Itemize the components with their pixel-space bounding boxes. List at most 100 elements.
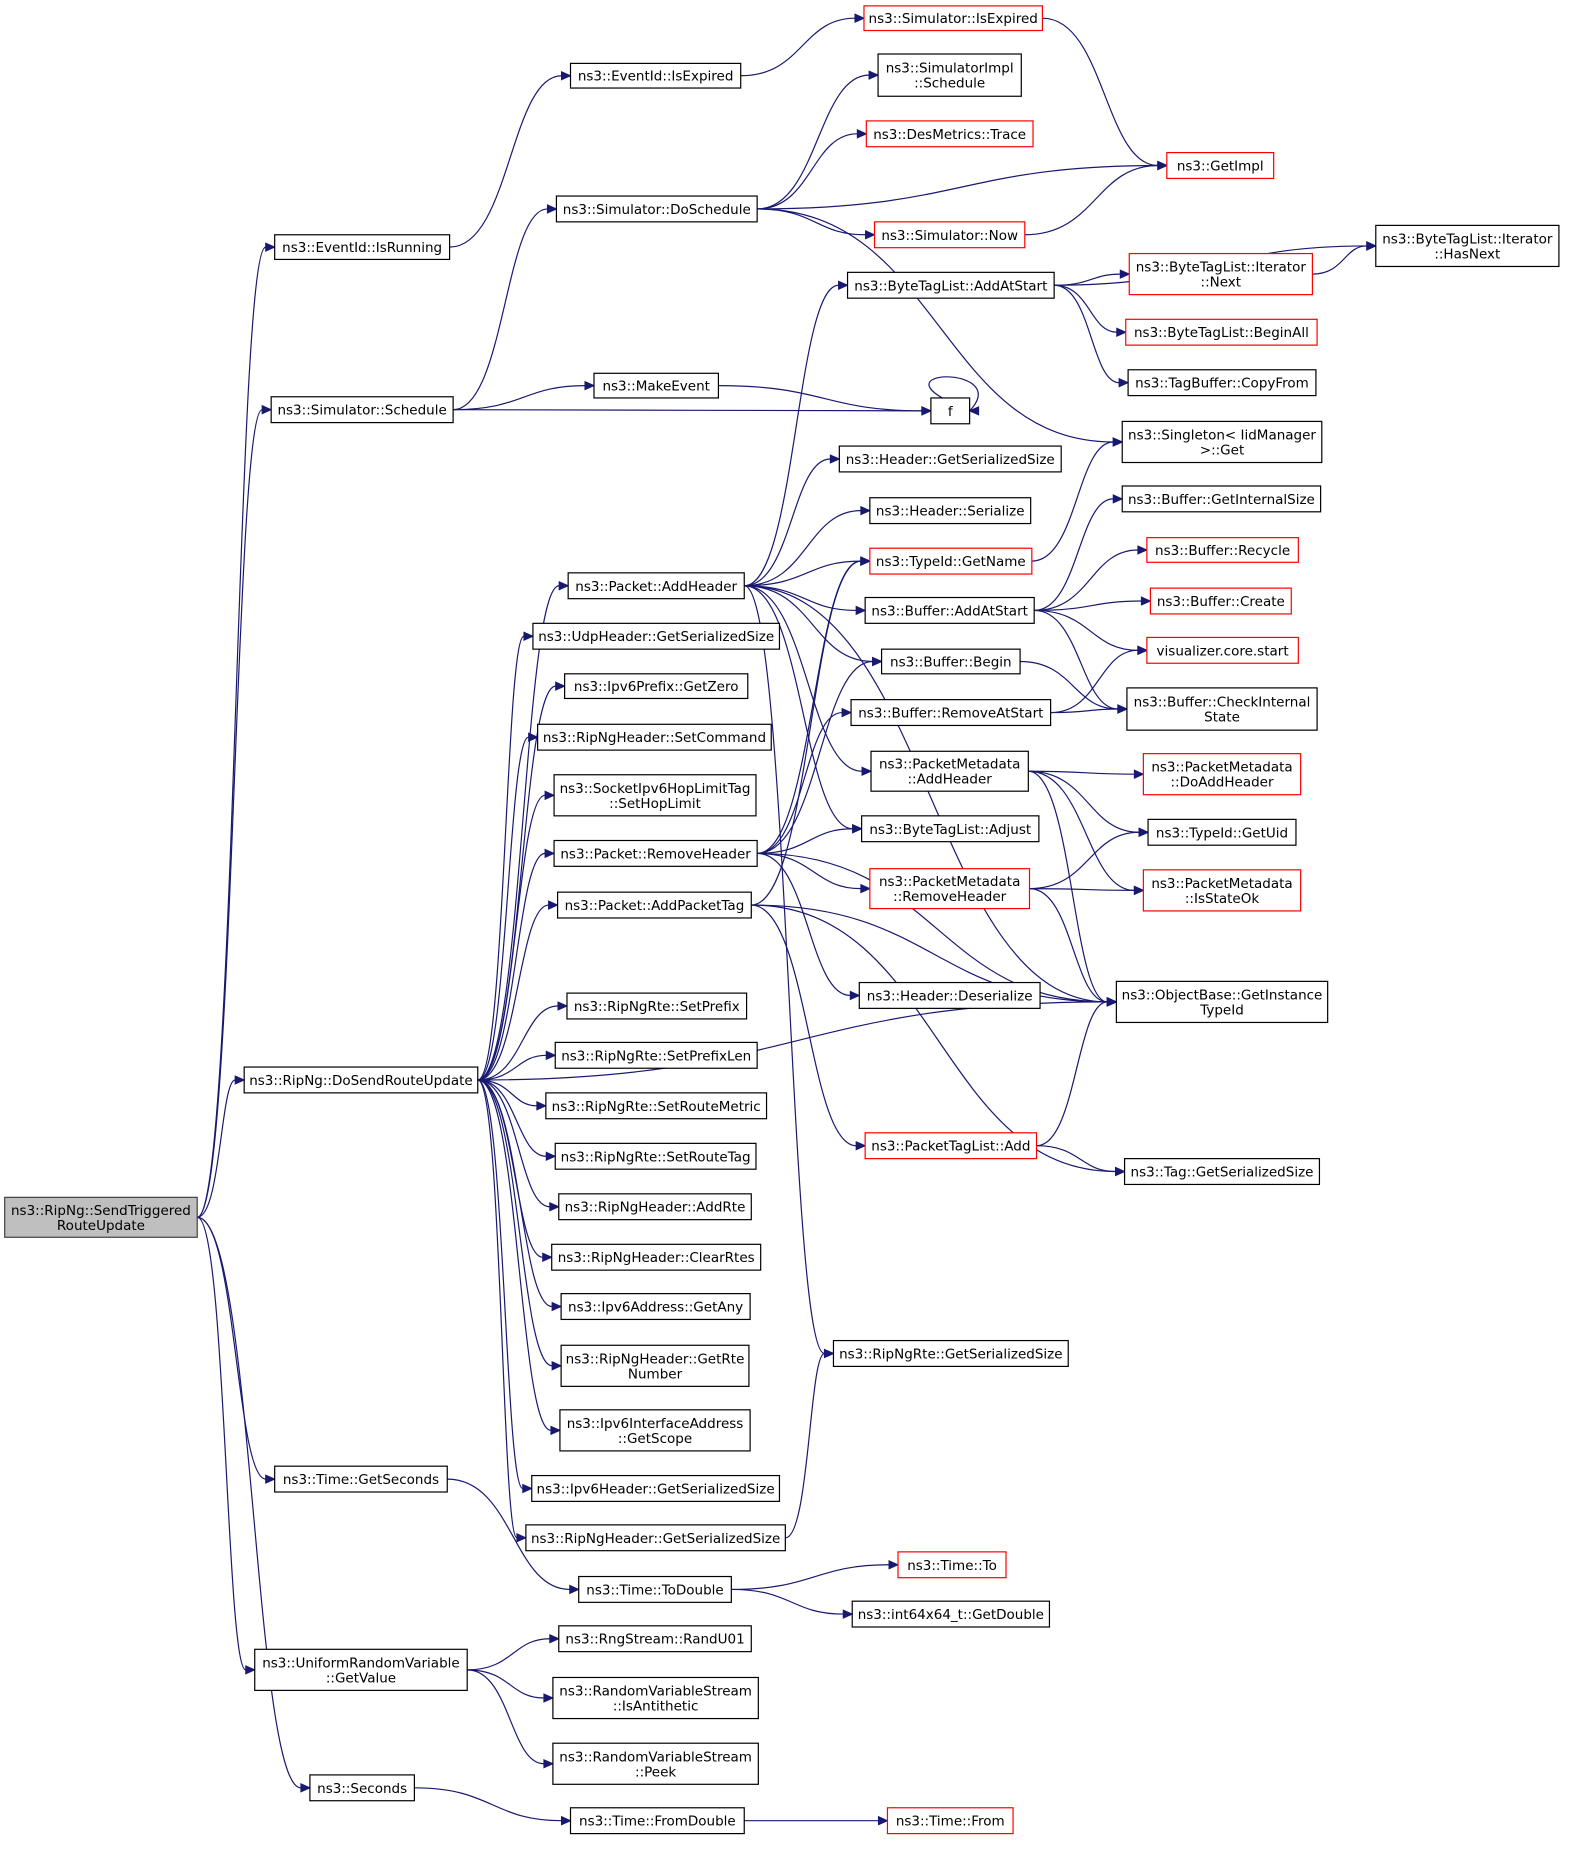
function-node-btlBeginAll[interactable]: ns3::ByteTagList::BeginAll [1125,318,1318,346]
function-node-pktAddHdr[interactable]: ns3::Packet::AddHeader [567,572,745,600]
function-node-typeGetName[interactable]: ns3::TypeId::GetName [869,547,1033,575]
call-edge [1034,596,1152,612]
function-node-hdrClearRtes[interactable]: ns3::RipNgHeader::ClearRtes [551,1243,762,1271]
edge-line [197,1216,266,1480]
function-node-seconds[interactable]: ns3::Seconds [309,1774,415,1802]
function-node-singleton[interactable]: ns3::Singleton< IidManager >::Get [1121,420,1323,464]
function-node-udpSerSize[interactable]: ns3::UdpHeader::GetSerializedSize [532,622,781,650]
function-node-desTrace[interactable]: ns3::DesMetrics::Trace [865,120,1034,148]
arrow-head [1106,997,1118,1007]
function-node-simSched[interactable]: ns3::Simulator::Schedule [270,396,454,424]
function-node-bufInternal[interactable]: ns3::Buffer::GetInternalSize [1121,485,1322,513]
function-node-hdrAddRte[interactable]: ns3::RipNgHeader::AddRte [558,1193,752,1221]
function-node-rngStreamRand[interactable]: ns3::RngStream::RandU01 [558,1625,752,1653]
function-node-hdrDeser[interactable]: ns3::Header::Deserialize [858,981,1041,1009]
function-node-rngHdrSetCmd[interactable]: ns3::RipNgHeader::SetCommand [537,723,772,751]
function-node-rvsPeek[interactable]: ns3::RandomVariableStream::Peek [552,1742,759,1785]
function-node-ipv6AddrAny[interactable]: ns3::Ipv6Address::GetAny [560,1293,751,1321]
function-node-typeGetUid[interactable]: ns3::TypeId::GetUid [1147,818,1297,846]
node-label: ns3::SimulatorImpl [886,61,1014,77]
function-node-simImpl[interactable]: ns3::SimulatorImpl::Schedule [877,53,1022,97]
function-node-rteSetTag[interactable]: ns3::RipNgRte::SetRouteTag [554,1142,757,1170]
function-node-timeGetSec[interactable]: ns3::Time::GetSeconds [274,1465,448,1493]
edge-line [744,458,831,587]
function-node-timeToDouble[interactable]: ns3::Time::ToDouble [578,1575,732,1603]
function-node-bufRemStart[interactable]: ns3::Buffer::RemoveAtStart [850,699,1052,727]
function-node-vizStart[interactable]: visualizer.core.start [1146,636,1299,664]
edge-line [751,904,1116,1173]
function-node-ipv6HdrSer[interactable]: ns3::Ipv6Header::GetSerializedSize [531,1474,781,1502]
node-box [569,62,742,89]
edge-line [196,409,263,1218]
function-node-timeFromDouble[interactable]: ns3::Time::FromDouble [569,1807,745,1835]
function-node-simNow[interactable]: ns3::Simulator::Now [873,221,1026,249]
edge-line [744,284,839,587]
function-node-int64GetDouble[interactable]: ns3::int64x64_t::GetDouble [851,1600,1051,1628]
function-node-hdrSerialize[interactable]: ns3::Header::Serialize [869,497,1032,525]
node-box [532,622,781,650]
function-node-doSend[interactable]: ns3::RipNg::DoSendRouteUpdate [243,1066,479,1094]
function-node-pktRemHdr[interactable]: ns3::Packet::RemoveHeader [553,839,758,867]
function-node-evExp[interactable]: ns3::EventId::IsExpired [569,62,742,89]
node-box [851,1600,1051,1628]
function-node-rteSerSize[interactable]: ns3::RipNgRte::GetSerializedSize [832,1339,1069,1367]
function-node-bufAddStart[interactable]: ns3::Buffer::AddAtStart [864,596,1035,624]
function-node-f[interactable]: f [930,397,971,425]
function-node-btlItHasNext[interactable]: ns3::ByteTagList::Iterator::HasNext [1375,224,1560,268]
function-node-bufCreate[interactable]: ns3::Buffer::Create [1149,587,1292,615]
function-node-pmRemHdr[interactable]: ns3::PacketMetadata::RemoveHeader [869,868,1031,910]
call-edge [744,454,841,587]
node-box [531,1474,781,1502]
function-node-rngHdrSerSize[interactable]: ns3::RipNgHeader::GetSerializedSize [525,1524,786,1552]
function-node-btlAdjust[interactable]: ns3::ByteTagList::Adjust [861,815,1040,843]
function-node-bufBegin[interactable]: ns3::Buffer::Begin [880,648,1021,675]
function-node-sockHop[interactable]: ns3::SocketIpv6HopLimitTag::SetHopLimit [553,774,757,817]
node-label: ns3::RandomVariableStream [559,1749,752,1765]
node-label: ns3::TagBuffer::CopyFrom [1135,376,1309,392]
call-edge [449,70,572,248]
edge-line [1020,660,1118,710]
node-label: ::HasNext [1434,246,1500,262]
function-node-makeEvent[interactable]: ns3::MakeEvent [593,372,720,399]
function-node-btlAddStart[interactable]: ns3::ByteTagList::AddAtStart [846,271,1055,299]
call-edge [447,1478,580,1595]
call-edge [477,1079,563,1312]
arrow-head [551,1301,563,1312]
arrow-head [522,1483,533,1494]
function-node-rteSetMetric[interactable]: ns3::RipNgRte::SetRouteMetric [545,1092,768,1120]
call-edge [1031,437,1124,562]
function-node-evRun[interactable]: ns3::EventId::IsRunning [274,234,451,261]
function-node-ptlAdd[interactable]: ns3::PacketTagList::Add [864,1132,1038,1160]
function-node-hdrSerSize[interactable]: ns3::Header::GetSerializedSize [838,445,1062,473]
node-label: ::IsAntithetic [613,1699,699,1715]
function-node-simExp[interactable]: ns3::Simulator::IsExpired [863,5,1044,32]
node-label: ns3::Seconds [317,1781,407,1797]
function-node-btlItNext[interactable]: ns3::ByteTagList::Iterator::Next [1128,252,1313,296]
node-label: ns3::Buffer::Recycle [1155,543,1290,559]
function-node-tagSerSize[interactable]: ns3::Tag::GetSerializedSize [1123,1158,1321,1186]
function-node-getImpl[interactable]: ns3::GetImpl [1166,152,1275,180]
function-node-pmAddHdr[interactable]: ns3::PacketMetadata::AddHeader [870,750,1029,792]
edge-line [477,1079,550,1208]
function-node-rteSetPrefix[interactable]: ns3::RipNgRte::SetPrefix [566,992,748,1020]
function-node-ifaceScope[interactable]: ns3::Ipv6InterfaceAddress::GetScope [559,1409,751,1452]
edge-line [414,1787,562,1822]
function-node-rvsAntithetic[interactable]: ns3::RandomVariableStream::IsAntithetic [552,1676,759,1720]
function-node-pktAddTag[interactable]: ns3::Packet::AddPacketTag [556,891,752,919]
function-node-rteSetPrefixLen[interactable]: ns3::RipNgRte::SetPrefixLen [554,1041,758,1069]
function-node-uniGetValue[interactable]: ns3::UniformRandomVariable::GetValue [254,1648,468,1691]
arrow-head [549,1633,560,1644]
function-node-timeFrom[interactable]: ns3::Time::From [886,1807,1014,1835]
function-node-bufRecycle[interactable]: ns3::Buffer::Recycle [1146,537,1299,563]
function-node-timeTo[interactable]: ns3::Time::To [897,1551,1007,1579]
edge-line [1054,284,1117,333]
function-node-ipv6Zero[interactable]: ns3::Ipv6Prefix::GetZero [564,673,749,700]
function-node-pmStateOk[interactable]: ns3::PacketMetadata::IsStateOk [1142,869,1302,912]
function-node-doSched[interactable]: ns3::Simulator::DoSchedule [555,195,758,223]
function-node-tagBufCopy[interactable]: ns3::TagBuffer::CopyFrom [1127,369,1317,397]
function-node-pmDoAdd[interactable]: ns3::PacketMetadata::DoAddHeader [1142,753,1302,796]
